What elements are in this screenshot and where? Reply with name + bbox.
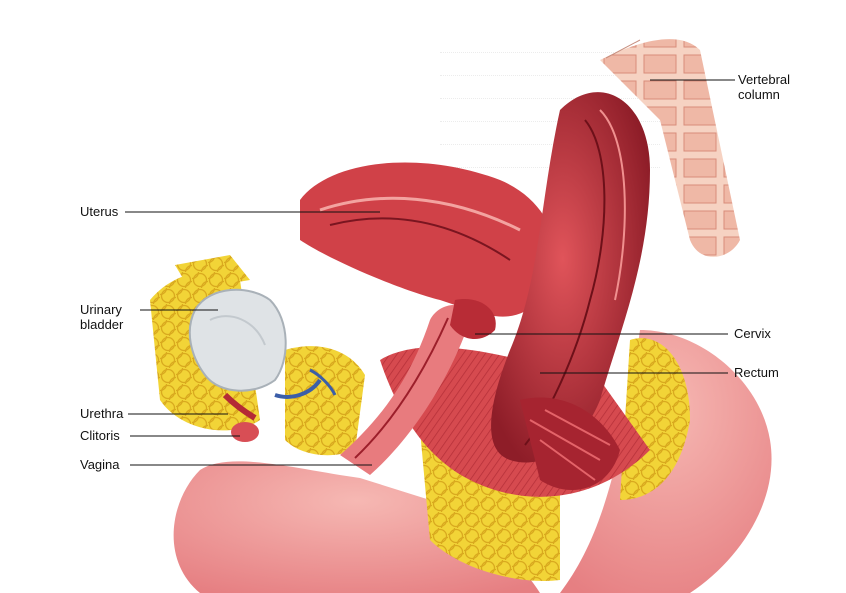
label-urinary-bladder: Urinary bladder [80,302,142,332]
clitoris-shape [231,422,259,442]
uterus-shape [300,163,556,317]
label-uterus: Uterus [80,204,118,219]
fat-middle [285,346,365,455]
label-urethra: Urethra [80,406,123,421]
label-vagina: Vagina [80,457,120,472]
bladder-shape [190,290,286,391]
label-cervix: Cervix [734,326,771,341]
label-vertebral-column: Vertebral column [738,72,828,102]
label-clitoris: Clitoris [80,428,120,443]
label-rectum: Rectum [734,365,779,380]
